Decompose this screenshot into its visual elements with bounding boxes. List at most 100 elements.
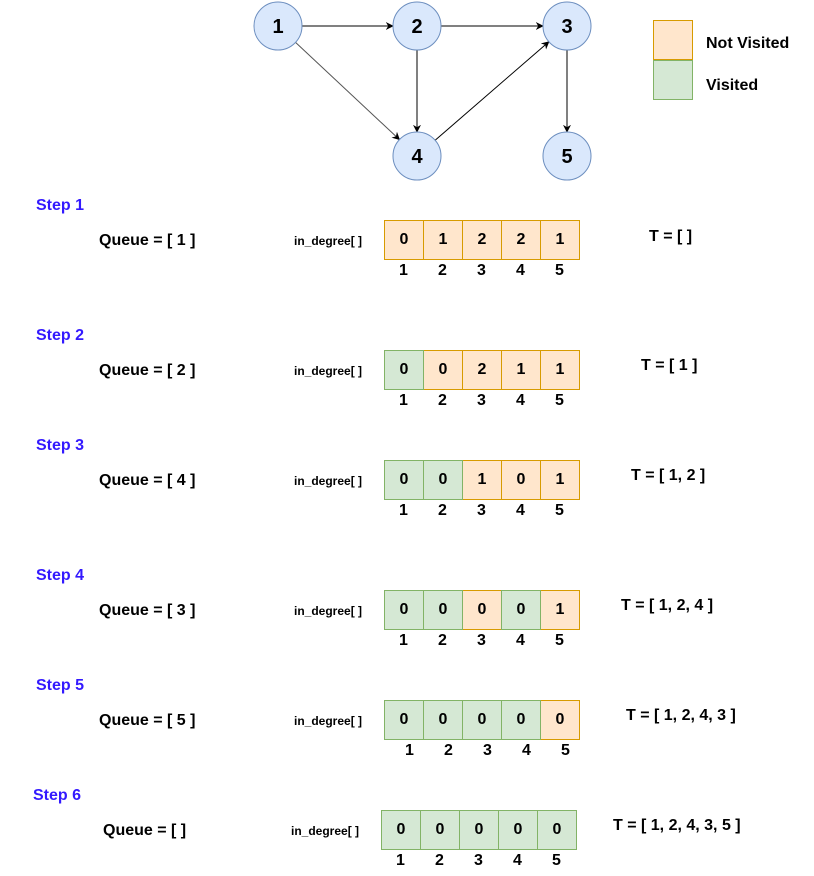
in-degree-cell-5: 1	[540, 350, 580, 390]
index-label: 4	[513, 852, 522, 869]
in-degree-cell-2: 0	[423, 350, 463, 390]
queue-text: Queue = [ 2 ]	[99, 362, 196, 379]
index-label: 1	[399, 632, 408, 649]
in-degree-cell-3: 0	[462, 590, 502, 630]
index-label: 1	[405, 742, 414, 759]
index-row: 1 2 3 4 5	[384, 392, 579, 410]
step-title: Step 2	[36, 327, 85, 344]
node-label: 5	[561, 146, 572, 168]
queue-text: Queue = [ ]	[103, 822, 187, 839]
index-label: 5	[561, 742, 570, 759]
topological-order: T = [ 1 ]	[641, 357, 698, 374]
in-degree-cell-4: 0	[501, 590, 541, 630]
graph-diagram: 1 2 3 4 5	[253, 1, 592, 181]
queue-text: Queue = [ 1 ]	[99, 232, 196, 249]
index-label: 1	[399, 502, 408, 519]
node-label: 2	[411, 16, 422, 38]
in-degree-cell-1: 0	[384, 220, 424, 260]
index-label: 4	[516, 392, 525, 409]
in-degree-label: in_degree[ ]	[294, 474, 363, 488]
in-degree-cell-2: 0	[420, 810, 460, 850]
in-degree-cell-2: 0	[423, 590, 463, 630]
in-degree-cell-5: 1	[540, 590, 580, 630]
in-degree-cell-2: 0	[423, 700, 463, 740]
step-title: Step 6	[33, 787, 82, 804]
topological-order: T = [ 1, 2 ]	[631, 467, 706, 484]
index-label: 1	[396, 852, 405, 869]
node-label: 3	[561, 16, 572, 38]
in-degree-label: in_degree[ ]	[291, 824, 360, 838]
in-degree-label: in_degree[ ]	[294, 234, 363, 248]
topological-order: T = [ 1, 2, 4 ]	[621, 597, 714, 614]
in-degree-cell-5: 1	[540, 220, 580, 260]
step-title: Step 3	[36, 437, 85, 454]
index-label: 2	[435, 852, 444, 869]
index-label: 5	[555, 262, 564, 279]
graph-node-4: 4	[392, 131, 442, 181]
queue-text: Queue = [ 3 ]	[99, 602, 196, 619]
index-label: 5	[555, 632, 564, 649]
index-label: 2	[438, 392, 447, 409]
node-circle	[392, 131, 442, 181]
index-label: 3	[477, 502, 486, 519]
in-degree-cell-4: 0	[501, 460, 541, 500]
edge-4-to-3	[434, 41, 550, 141]
index-label: 3	[477, 392, 486, 409]
in-degree-cell-3: 1	[462, 460, 502, 500]
index-label: 5	[555, 392, 564, 409]
in-degree-cell-1: 0	[381, 810, 421, 850]
graph-node-1: 1	[253, 1, 303, 51]
index-label: 4	[516, 502, 525, 519]
legend-label-not-visited: Not Visited	[706, 35, 790, 52]
in-degree-cell-3: 2	[462, 350, 502, 390]
in-degree-cell-1: 0	[384, 350, 424, 390]
index-label: 4	[516, 632, 525, 649]
in-degree-cell-3: 2	[462, 220, 502, 260]
in-degree-cell-1: 0	[384, 590, 424, 630]
index-label: 3	[474, 852, 483, 869]
index-label: 2	[438, 632, 447, 649]
index-label: 2	[444, 742, 453, 759]
topological-order: T = [ 1, 2, 4, 3 ]	[626, 707, 736, 724]
graph-node-5: 5	[542, 131, 592, 181]
in-degree-cell-3: 0	[462, 700, 502, 740]
in-degree-label: in_degree[ ]	[294, 364, 363, 378]
in-degree-label: in_degree[ ]	[294, 604, 363, 618]
graph-node-2: 2	[392, 1, 442, 51]
node-circle	[253, 1, 303, 51]
node-label: 4	[411, 146, 423, 168]
node-circle	[542, 131, 592, 181]
in-degree-cell-1: 0	[384, 460, 424, 500]
in-degree-cell-5: 0	[540, 700, 580, 740]
in-degree-cell-4: 0	[501, 700, 541, 740]
index-row: 1 2 3 4 5	[384, 502, 579, 520]
index-label: 5	[555, 502, 564, 519]
in-degree-cell-2: 0	[423, 460, 463, 500]
queue-text: Queue = [ 5 ]	[99, 712, 196, 729]
in-degree-cell-3: 0	[459, 810, 499, 850]
index-label: 1	[399, 262, 408, 279]
index-label: 4	[522, 742, 531, 759]
legend-swatch-not-visited	[653, 20, 693, 60]
in-degree-cell-2: 1	[423, 220, 463, 260]
node-label: 1	[272, 16, 283, 38]
step-title: Step 1	[36, 197, 85, 214]
index-label: 2	[438, 502, 447, 519]
index-label: 2	[438, 262, 447, 279]
index-label: 1	[399, 392, 408, 409]
step-title: Step 4	[36, 567, 85, 584]
edge-1-to-4	[295, 42, 401, 141]
in-degree-cell-1: 0	[384, 700, 424, 740]
index-label: 5	[552, 852, 561, 869]
index-label: 3	[483, 742, 492, 759]
step-title: Step 5	[36, 677, 85, 694]
in-degree-cell-4: 0	[498, 810, 538, 850]
topological-order: T = [ 1, 2, 4, 3, 5 ]	[613, 817, 741, 834]
